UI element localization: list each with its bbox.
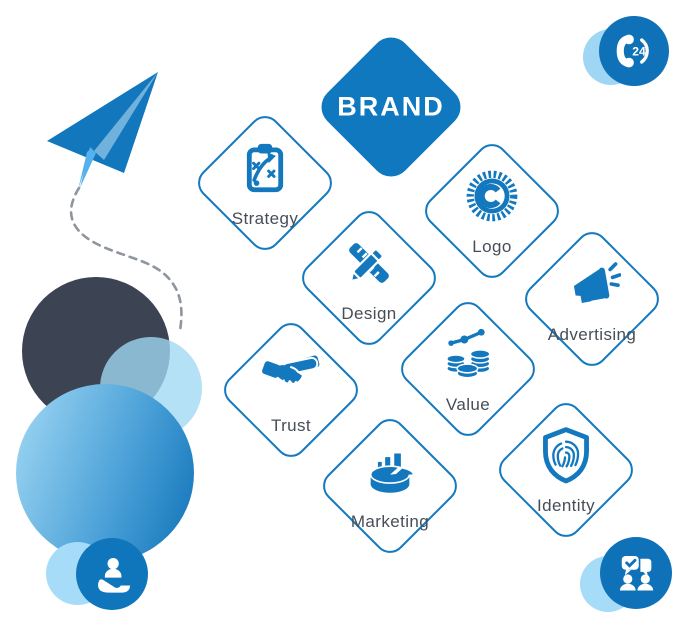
tile-label: Trust — [270, 416, 312, 435]
paper-plane-icon — [47, 72, 158, 190]
chat-badge-circle — [600, 537, 672, 609]
design-pencil-ruler-icon — [349, 243, 389, 283]
tile-label: Strategy — [231, 209, 299, 228]
support-24-text: 24 — [632, 44, 646, 58]
tile-label: Advertising — [547, 325, 637, 344]
hand-person-icon — [98, 558, 130, 593]
tile-label: Design — [341, 304, 397, 323]
marketing-pie-chart-icon — [369, 452, 413, 493]
advertising-megaphone-icon — [573, 262, 621, 303]
tile-label: Identity — [536, 496, 596, 515]
gradient-circle — [16, 384, 194, 562]
value-coins-growth-icon — [446, 328, 491, 379]
people-chat-check-icon — [619, 556, 654, 591]
strategy-clipboard-icon — [246, 143, 284, 193]
tile-label: Logo — [472, 237, 512, 256]
support-badge-circle — [599, 16, 669, 86]
trust-handshake-icon — [262, 355, 320, 385]
tile-label: Marketing — [350, 512, 430, 531]
phone-24-icon: 24 — [616, 34, 649, 68]
logo-seal-icon — [466, 170, 518, 222]
brand-title: BRAND — [337, 91, 445, 122]
tile-label: Value — [445, 395, 491, 414]
identity-fingerprint-shield-icon — [543, 427, 589, 484]
